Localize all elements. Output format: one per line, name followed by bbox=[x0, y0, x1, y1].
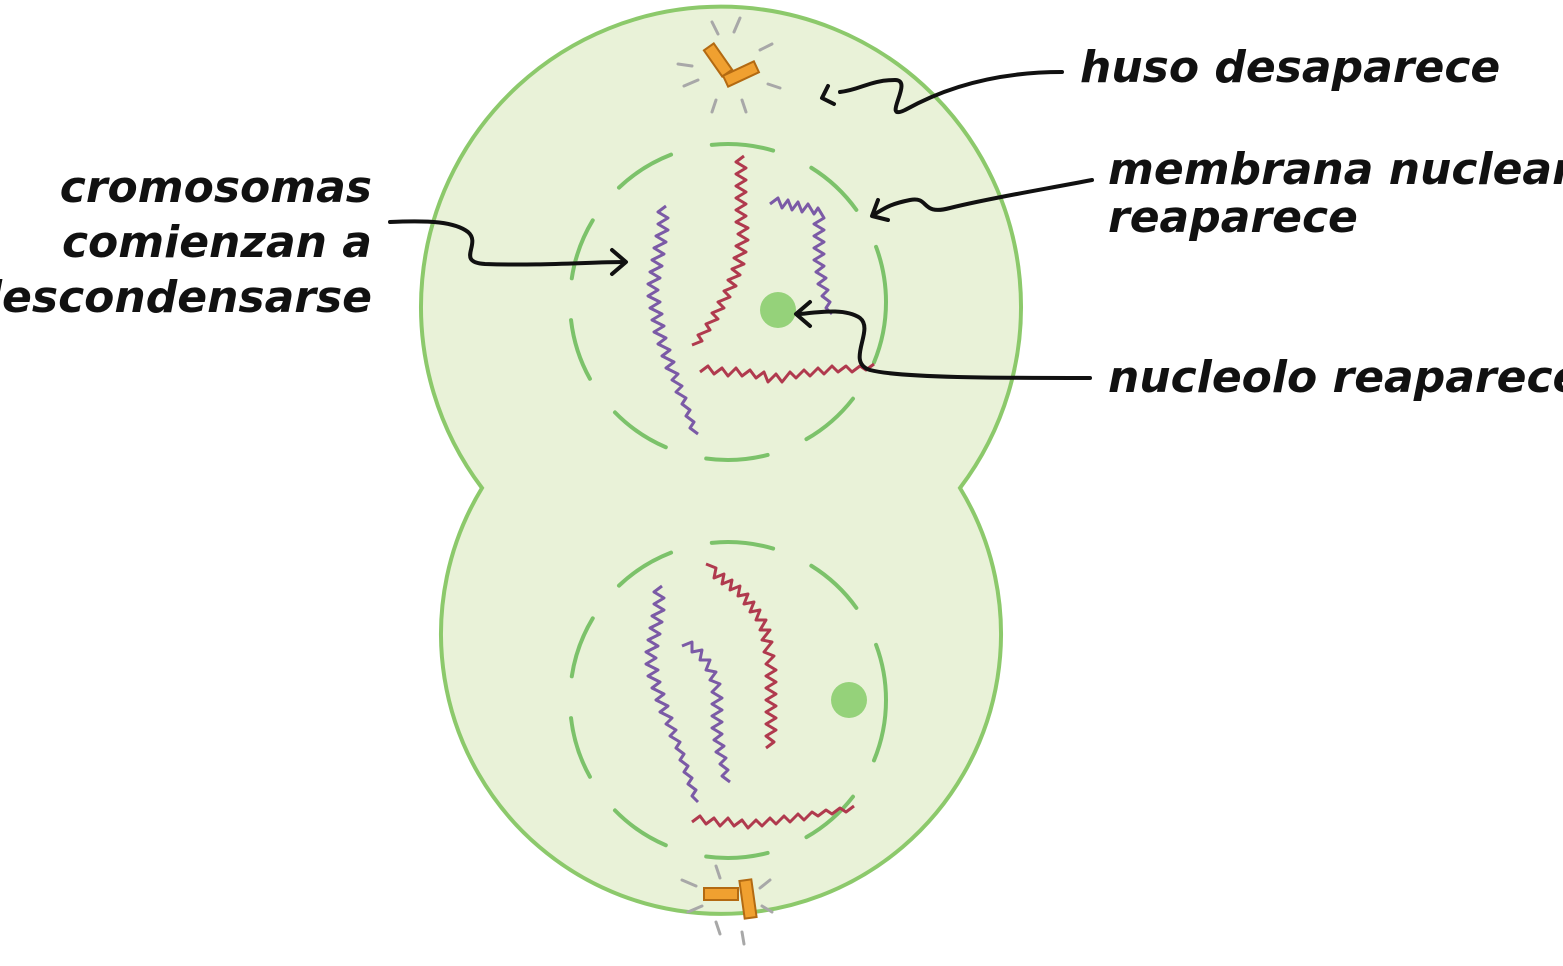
bottom-centriole-a bbox=[704, 888, 738, 900]
top-nucleolus bbox=[760, 292, 796, 328]
membrane-label-line2: reaparece bbox=[1108, 192, 1358, 243]
chromosomes-label-line2: comienzan a bbox=[62, 217, 372, 268]
nucleolus-label: nucleolo reaparece bbox=[1108, 352, 1563, 403]
chromosomes-label-line3: descondensarse bbox=[0, 272, 372, 323]
spindle-label: huso desaparece bbox=[1080, 42, 1500, 93]
chromosomes-label-line1: cromosomas bbox=[60, 162, 372, 213]
bottom-nucleolus bbox=[831, 682, 867, 718]
membrane-label-line1: membrana nuclear bbox=[1108, 144, 1563, 195]
